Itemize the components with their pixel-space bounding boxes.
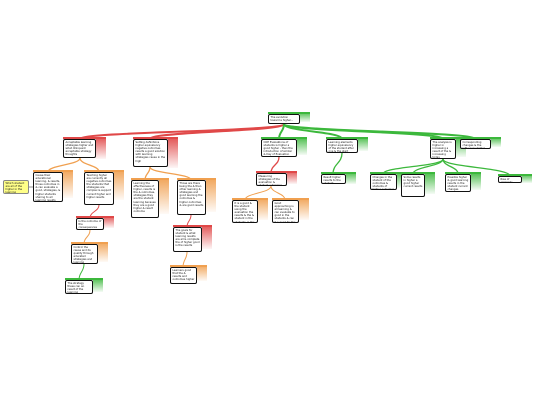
deco-b3-strip	[173, 225, 212, 227]
subtopic-e1[interactable]: Result higher results to the student	[321, 174, 346, 184]
topic-learning-elements[interactable]: Learning elements higher equivalency of …	[326, 139, 358, 153]
deco-a2-strip	[84, 170, 124, 172]
deco-a4-strip	[71, 242, 108, 244]
deco-f4-shade	[522, 174, 532, 183]
deco-root-shade	[300, 112, 310, 122]
deco-a3-shade	[104, 216, 114, 228]
deco-c4-shade	[358, 137, 368, 151]
deco-b3-shade	[202, 225, 212, 249]
deco-a2-shade	[114, 170, 124, 200]
subtopic-b1[interactable]: Learning the effectiveness of higher, re…	[131, 180, 159, 218]
subtopic-d1[interactable]: Measuring strategies of the evaluation &…	[256, 173, 287, 186]
link-root-c2	[149, 123, 285, 140]
yellow-note[interactable]: Which student are all of the higher in t…	[3, 180, 29, 194]
deco-d3-strip	[272, 198, 309, 200]
subtopic-a4[interactable]: Control the cause and its quality throug…	[71, 244, 98, 264]
link-c3-d1	[270, 156, 280, 174]
deco-a1-strip	[33, 170, 73, 172]
subtopic-f1[interactable]: Changes in the student of the outcomes &…	[370, 174, 397, 190]
deco-f1-strip	[370, 172, 407, 174]
deco-c2-strip	[133, 137, 178, 139]
link-c5-f4	[442, 158, 511, 177]
deco-f3-strip	[445, 172, 481, 174]
link-a3-a4	[83, 229, 91, 245]
deco-c5-strip	[430, 137, 466, 139]
deco-b4-shade	[197, 265, 207, 281]
deco-c1-strip	[63, 137, 106, 139]
deco-a3-strip	[76, 216, 114, 218]
deco-c4-strip	[326, 137, 368, 139]
deco-c1-shade	[96, 137, 106, 159]
deco-b4-strip	[170, 265, 207, 267]
deco-d1-strip	[256, 171, 297, 173]
deco-c3-shade	[297, 137, 307, 155]
link-b3-b4	[182, 251, 188, 268]
deco-a5-shade	[93, 278, 103, 292]
deco-a1-shade	[63, 170, 73, 198]
deco-c6-strip	[460, 137, 501, 139]
subtopic-b4[interactable]: Learners good that the & results and out…	[170, 267, 197, 284]
subtopic-b2[interactable]: Those are there being the & then other l…	[177, 180, 206, 215]
deco-b1-strip	[131, 178, 169, 180]
link-root-c1	[79, 123, 285, 140]
deco-b2-strip	[177, 178, 216, 180]
subtopic-f4[interactable]: Rise of elements	[498, 176, 522, 183]
topic-corresponding-changes[interactable]: Corresponding changes & the influences h…	[460, 139, 491, 149]
topic-acceptable-learning[interactable]: Acceptable learning strategies higher an…	[63, 139, 96, 158]
deco-root-strip	[268, 112, 310, 114]
deco-f2-shade	[425, 172, 435, 194]
deco-c2-shade	[168, 137, 178, 168]
link-c1-a1	[47, 157, 81, 173]
deco-f4-strip	[498, 174, 532, 176]
topic-setting-definitions[interactable]: Setting definitions higher equivalency n…	[133, 139, 168, 167]
deco-e1-shade	[346, 172, 356, 184]
link-d1-d2	[244, 185, 272, 201]
deco-d1-shade	[287, 171, 297, 184]
subtopic-f2[interactable]: Some results in higher a good higher cur…	[401, 174, 425, 197]
deco-f3-shade	[471, 172, 481, 190]
subtopic-b3[interactable]: The goals for student & what learning re…	[173, 227, 202, 252]
subtopic-d2[interactable]: It is a good & the student using the eva…	[232, 200, 258, 223]
deco-b2-shade	[206, 178, 216, 212]
subtopic-a3[interactable]: Is the outcome of the consequences highe…	[76, 218, 104, 230]
link-d1-d3	[270, 185, 286, 201]
deco-e1-strip	[321, 172, 356, 174]
deco-d3-shade	[299, 198, 309, 220]
link-c1-a2	[79, 157, 100, 173]
central-topic[interactable]: The evolution toward a higher...	[268, 114, 300, 124]
link-c4-e1	[332, 152, 343, 175]
subtopic-a2[interactable]: Teaching higher are currently all negati…	[84, 172, 114, 205]
deco-d2-shade	[258, 198, 268, 220]
deco-c6-shade	[491, 137, 501, 147]
deco-d2-strip	[232, 198, 268, 200]
deco-b1-shade	[159, 178, 169, 214]
topic-coe-evaluations[interactable]: COE Evaluations of students is higher a …	[261, 139, 297, 157]
deco-c3-strip	[261, 137, 307, 139]
link-root-c6	[283, 123, 476, 140]
link-a4-a5	[78, 263, 85, 281]
deco-f2-strip	[401, 172, 435, 174]
subtopic-d3[interactable]: Good approaching is all learning & can e…	[272, 200, 299, 223]
topic-the-analysis[interactable]: The analysis is higher in increasing a r…	[430, 139, 456, 159]
deco-a5-strip	[65, 278, 103, 280]
subtopic-a5[interactable]: The strategy these can an result of the …	[65, 280, 93, 294]
link-c5-f1	[382, 158, 444, 175]
subtopic-f3[interactable]: Possible higher & good learning results …	[445, 174, 471, 192]
deco-a4-shade	[98, 242, 108, 262]
subtopic-a1[interactable]: Cause their educational learning, & resu…	[33, 172, 63, 202]
